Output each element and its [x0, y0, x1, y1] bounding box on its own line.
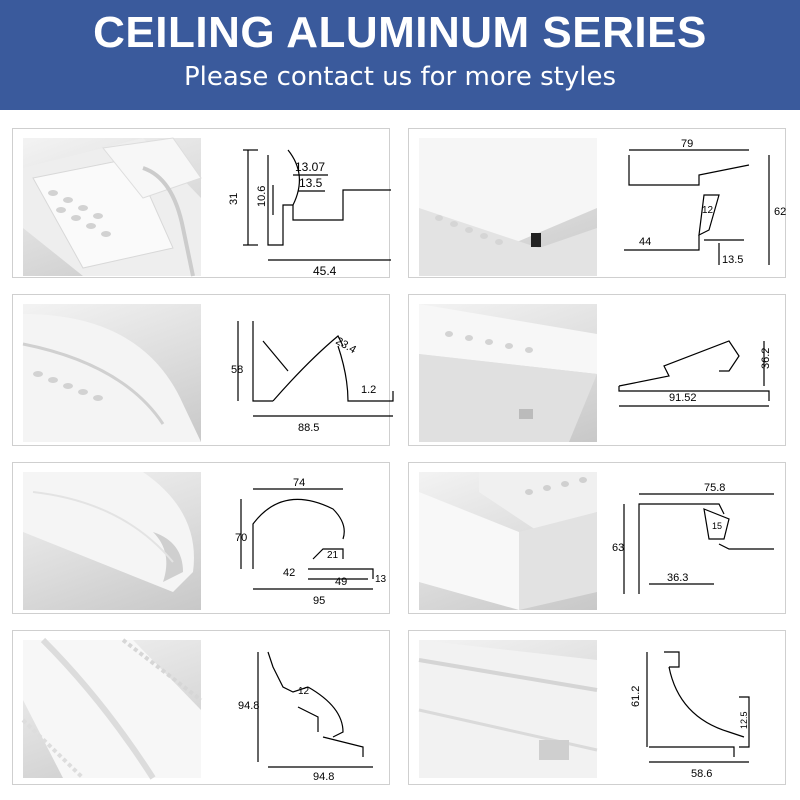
- dim-label: 13: [375, 574, 387, 585]
- dim-label: 21: [327, 550, 339, 561]
- profile-drawing-4: 36.2 91.52: [609, 301, 779, 446]
- dim-label: 12: [702, 205, 714, 216]
- dim-label: 70: [235, 532, 247, 544]
- product-card-8[interactable]: 61.2 12.5 58.6: [408, 630, 786, 785]
- dim-label: 61.2: [630, 686, 642, 707]
- dim-label: 79: [681, 138, 693, 150]
- profile-drawing-8: 61.2 12.5 58.6: [609, 637, 779, 782]
- dim-label: 75.8: [704, 482, 725, 494]
- dim-label: 62: [774, 206, 786, 218]
- dim-label: 36.2: [760, 348, 772, 369]
- dim-label: 95: [313, 595, 325, 607]
- header-banner: CEILING ALUMINUM SERIES Please contact u…: [0, 0, 800, 110]
- dim-label: 58: [231, 364, 243, 376]
- product-photo-5: [23, 472, 201, 610]
- dim-label: 1.2: [361, 384, 376, 396]
- product-card-1[interactable]: 31 10.6 13.07 13.5 45.4: [12, 128, 391, 280]
- dim-label: 12.5: [739, 711, 749, 729]
- dim-label: 63: [612, 542, 624, 554]
- page-subtitle: Please contact us for more styles: [183, 62, 616, 92]
- dim-label: 13.5: [299, 176, 323, 190]
- dim-label: 12: [298, 686, 310, 697]
- product-photo-6: [419, 472, 597, 610]
- dim-label: 36.3: [667, 572, 688, 584]
- product-card-4[interactable]: 36.2 91.52: [408, 294, 786, 446]
- page-title: CEILING ALUMINUM SERIES: [93, 8, 707, 57]
- profile-drawing-7: 94.8 12 94.8: [213, 637, 383, 783]
- dim-label: 94.8: [313, 771, 334, 783]
- dim-label: 23.4: [334, 335, 359, 356]
- product-photo-8: [418, 640, 598, 778]
- product-photo-3: [22, 304, 201, 442]
- profile-drawing-6: 75.8 15 63 36.3: [609, 469, 779, 614]
- product-card-7[interactable]: 94.8 12 94.8: [12, 630, 390, 785]
- product-photo-7: [21, 637, 203, 780]
- product-card-2[interactable]: 79 62 12 44 13.5: [408, 128, 786, 278]
- dim-label: 91.52: [669, 392, 697, 404]
- product-card-3[interactable]: 58 23.4 1.2 88.5: [12, 294, 394, 446]
- dim-label: 44: [639, 236, 651, 248]
- product-card-5[interactable]: 74 70 21 42 49 13 95: [12, 462, 390, 614]
- dim-label: 13.5: [722, 254, 743, 266]
- profile-drawing-1: 31 10.6 13.07 13.5 45.4: [213, 135, 391, 280]
- profile-drawing-2: 79 62 12 44 13.5: [609, 135, 786, 280]
- product-photo-1: [23, 137, 202, 277]
- product-card-6[interactable]: 75.8 15 63 36.3: [408, 462, 786, 614]
- profile-drawing-5: 74 70 21 42 49 13 95: [213, 469, 387, 614]
- dim-label: 49: [335, 576, 347, 588]
- dim-label: 45.4: [313, 264, 337, 278]
- dim-label: 31: [228, 193, 240, 205]
- dim-label: 74: [293, 477, 305, 489]
- dim-label: 94.8: [238, 700, 259, 712]
- product-photo-2: [419, 138, 597, 276]
- dim-label: 88.5: [298, 422, 319, 434]
- dim-label: 42: [283, 567, 295, 579]
- product-photo-4: [419, 304, 597, 442]
- dim-label: 13.07: [295, 160, 325, 174]
- dim-label: 15: [712, 521, 722, 531]
- dim-label: 10.6: [256, 186, 268, 207]
- profile-drawing-3: 58 23.4 1.2 88.5: [213, 301, 394, 446]
- dim-label: 58.6: [691, 768, 712, 780]
